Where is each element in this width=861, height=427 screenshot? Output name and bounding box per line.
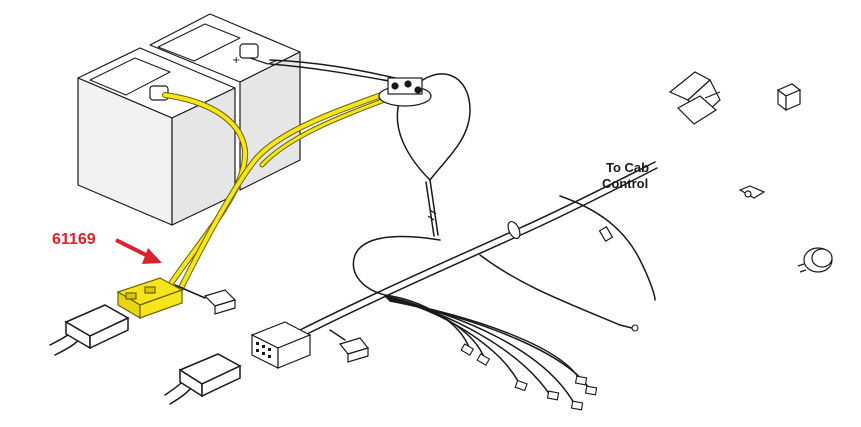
wire-terminal-icon [460, 324, 639, 411]
multi-pin-connector-icon [250, 321, 312, 369]
to-cab-label-line1: To Cab [606, 160, 649, 175]
flasher-icon [797, 247, 833, 273]
grommet-icon [427, 209, 614, 243]
solenoid-icon [378, 77, 432, 107]
highlighted-connector-icon [116, 277, 184, 320]
circuit-breaker-icon [668, 71, 721, 125]
part-number-label: 61169 [52, 231, 96, 248]
svg-text:+: + [232, 55, 240, 66]
clip-icon [738, 185, 766, 199]
plug-connector-icon [64, 304, 242, 398]
battery-icon: + [77, 13, 301, 226]
to-cab-label-line2: Control [602, 176, 648, 191]
highlighted-harness [162, 87, 398, 299]
callout-arrow-shaft [115, 238, 151, 259]
small-connector-icon [203, 289, 370, 363]
callout: 61169 [52, 231, 162, 264]
callout-arrow-head [142, 248, 162, 264]
relay-icon [776, 83, 802, 112]
